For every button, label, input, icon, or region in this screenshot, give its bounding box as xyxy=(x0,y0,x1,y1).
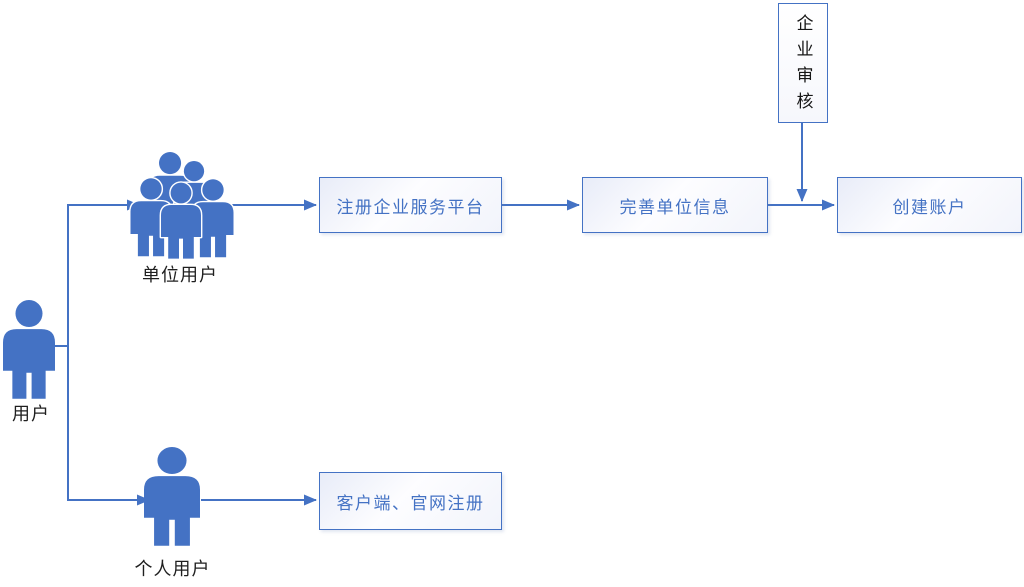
label-user: 用户 xyxy=(12,404,50,424)
label-individual-user: 个人用户 xyxy=(134,559,211,579)
user-icon xyxy=(3,300,55,399)
node-create-account-label: 创建账户 xyxy=(892,197,967,217)
node-register-platform: 注册企业服务平台 xyxy=(319,177,502,233)
node-enterprise-review-label: 企业审核 xyxy=(793,14,813,118)
label-unit-user: 单位用户 xyxy=(142,265,218,285)
individual-user-icon xyxy=(144,447,200,546)
node-create-account: 创建账户 xyxy=(837,177,1022,233)
node-register-platform-label: 注册企业服务平台 xyxy=(336,197,485,217)
node-complete-unit-info-label: 完善单位信息 xyxy=(619,197,731,217)
node-client-website-register: 客户端、官网注册 xyxy=(319,472,502,530)
node-enterprise-review: 企业审核 xyxy=(778,3,828,123)
node-complete-unit-info: 完善单位信息 xyxy=(582,177,768,233)
node-client-website-register-label: 客户端、官网注册 xyxy=(336,493,485,513)
unit-users-group-icon xyxy=(129,150,235,261)
